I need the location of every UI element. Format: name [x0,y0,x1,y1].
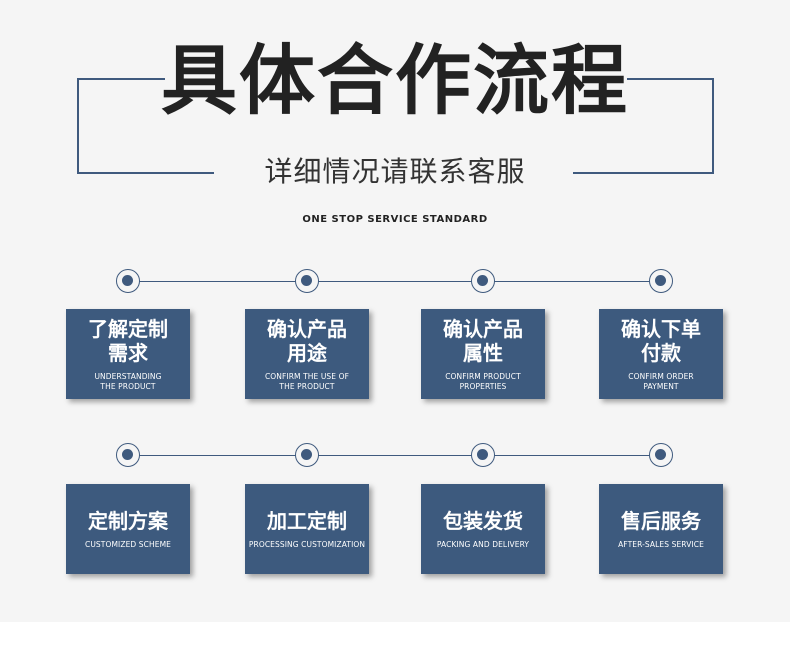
step-subtitle: UNDERSTANDING THE PRODUCT [94,371,162,391]
step-card-payment: 确认下单 付款 CONFIRM ORDER PAYMENT [599,309,723,399]
timeline-node [116,269,140,293]
frame-bottom-left [77,172,214,174]
frame-top-left [77,78,165,80]
step-subtitle: CUSTOMIZED SCHEME [85,539,171,549]
timeline-node [116,443,140,467]
timeline-node [471,443,495,467]
step-card-processing: 加工定制 PROCESSING CUSTOMIZATION [245,484,369,574]
step-title: 售后服务 [621,508,701,533]
timeline-row1 [128,281,661,282]
page-subtitle: 详细情况请联系客服 [264,155,526,188]
step-title: 确认下单 付款 [621,316,701,365]
tagline: ONE STOP SERVICE STANDARD [302,214,488,225]
timeline-node [295,269,319,293]
frame-right [712,78,714,174]
frame-bottom-right [573,172,714,174]
timeline-node [649,443,673,467]
step-subtitle: PACKING AND DELIVERY [436,539,530,549]
step-card-delivery: 包装发货 PACKING AND DELIVERY [421,484,545,574]
step-subtitle: PROCESSING CUSTOMIZATION [248,539,366,549]
step-subtitle: CONFIRM THE USE OF THE PRODUCT [264,371,350,391]
step-title: 加工定制 [267,508,347,533]
step-title: 包装发货 [443,508,523,533]
step-title: 确认产品 属性 [443,316,523,365]
step-title: 确认产品 用途 [267,316,347,365]
step-card-scheme: 定制方案 CUSTOMIZED SCHEME [66,484,190,574]
step-title: 了解定制 需求 [88,316,168,365]
frame-left [77,78,79,174]
timeline-row2 [128,455,661,456]
step-card-properties: 确认产品 属性 CONFIRM PRODUCT PROPERTIES [421,309,545,399]
step-card-understanding: 了解定制 需求 UNDERSTANDING THE PRODUCT [66,309,190,399]
frame-top-right [627,78,714,80]
page-title: 具体合作流程 [161,36,629,125]
step-subtitle: AFTER-SALES SERVICE [618,539,704,549]
step-card-use: 确认产品 用途 CONFIRM THE USE OF THE PRODUCT [245,309,369,399]
step-title: 定制方案 [88,508,168,533]
timeline-node [295,443,319,467]
step-subtitle: CONFIRM PRODUCT PROPERTIES [445,371,521,391]
step-card-after-sales: 售后服务 AFTER-SALES SERVICE [599,484,723,574]
timeline-node [649,269,673,293]
step-subtitle: CONFIRM ORDER PAYMENT [628,371,694,391]
timeline-node [471,269,495,293]
